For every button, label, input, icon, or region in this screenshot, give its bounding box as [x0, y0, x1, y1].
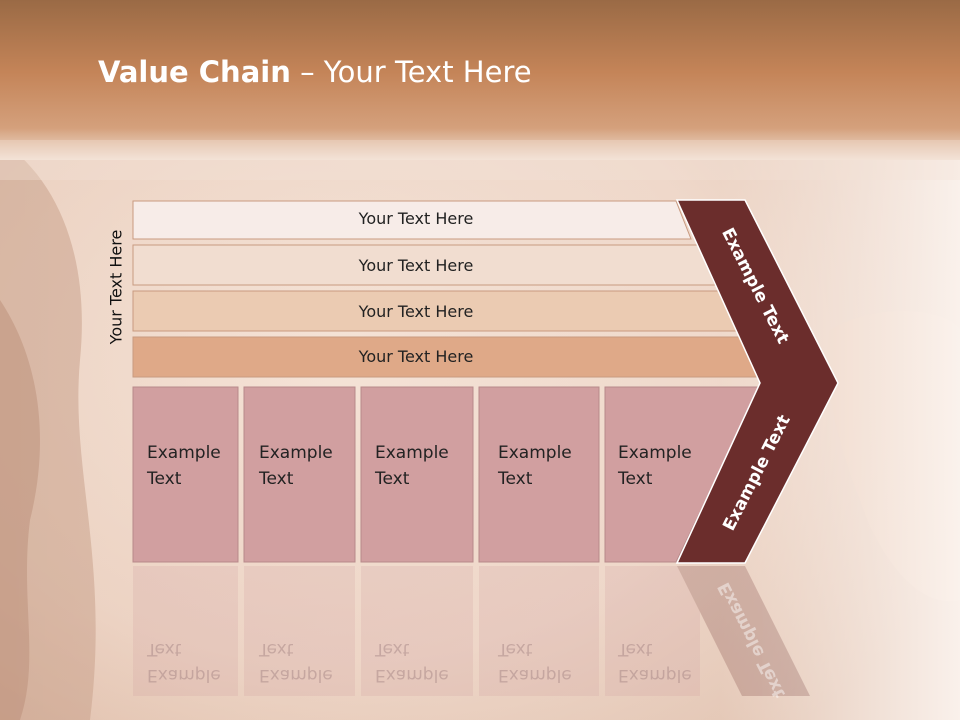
- column-5: [604, 386, 761, 563]
- arrow-chevron: [675, 199, 839, 564]
- bar-2-label: Your Text Here: [358, 256, 474, 275]
- slide-title: Value Chain – Your Text Here: [98, 55, 532, 89]
- bar-1-label: Your Text Here: [358, 209, 474, 228]
- column-3: [360, 386, 474, 563]
- column-4: [478, 386, 600, 563]
- bar-1: [132, 200, 692, 240]
- bar-3-label: Your Text Here: [358, 302, 474, 321]
- title-rest: – Your Text Here: [290, 55, 532, 89]
- reflection: [133, 566, 810, 696]
- column-1: [132, 386, 239, 563]
- title-bold: Value Chain: [98, 55, 291, 89]
- column-2: [243, 386, 356, 563]
- bar-4-label: Your Text Here: [358, 347, 474, 366]
